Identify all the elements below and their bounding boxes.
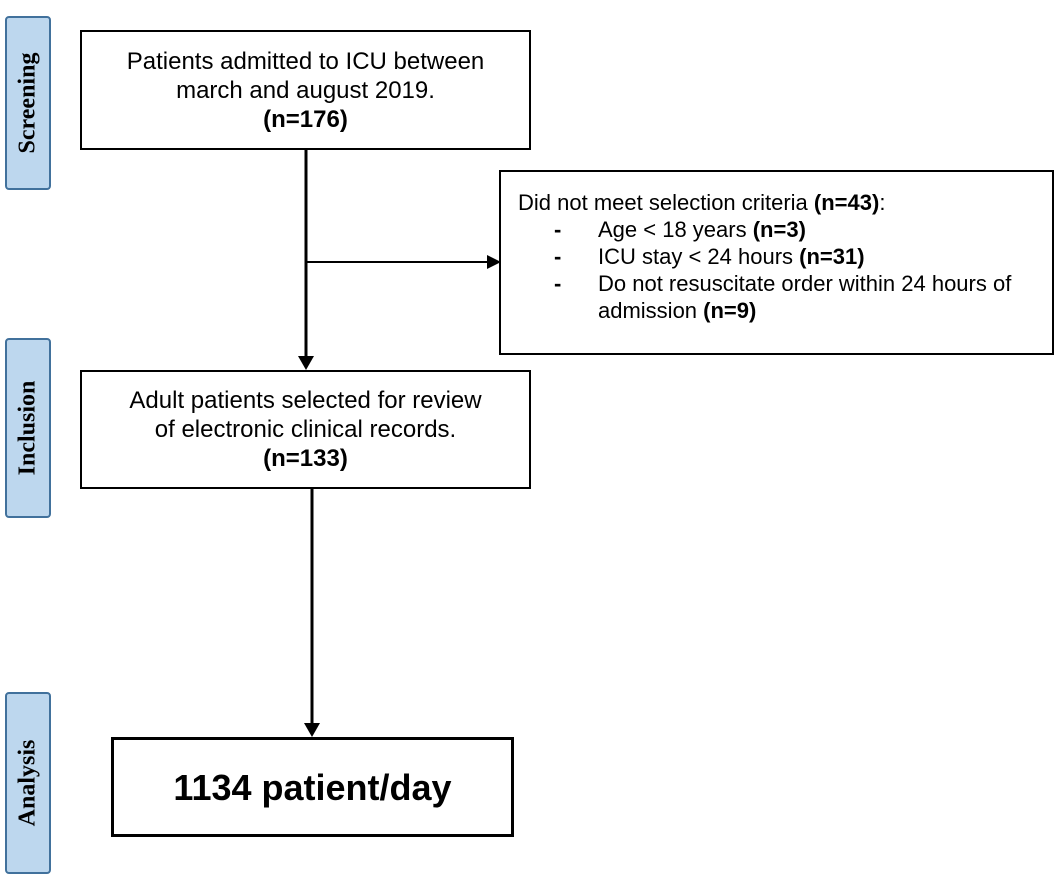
- analysis-text: 1134 patient/day: [173, 766, 452, 808]
- analysis-box: 1134 patient/day: [111, 737, 514, 837]
- stage-tab-analysis: Analysis: [5, 692, 51, 874]
- bullet-dash: -: [554, 217, 562, 242]
- exclusion-item-text: Age < 18 years: [598, 217, 753, 242]
- screening-line-2: march and august 2019.: [176, 76, 435, 104]
- exclusion-item: - ICU stay < 24 hours (n=31): [554, 243, 1052, 270]
- exclusion-heading-text: Did not meet selection criteria: [518, 190, 814, 215]
- exclusion-heading: Did not meet selection criteria (n=43):: [518, 189, 1052, 216]
- screening-line-1: Patients admitted to ICU between: [126, 47, 485, 75]
- bullet-dash: -: [554, 244, 562, 269]
- stage-tab-screening: Screening: [5, 16, 51, 190]
- inclusion-box: Adult patients selected for review of el…: [80, 370, 531, 489]
- arrowhead-exclusion: [487, 255, 501, 269]
- inclusion-count: (n=133): [263, 445, 348, 472]
- exclusion-item-text: Do not resuscitate order within 24 hours…: [598, 271, 1012, 323]
- exclusion-item: - Age < 18 years (n=3): [554, 216, 1052, 243]
- bullet-dash: -: [554, 271, 562, 296]
- exclusion-item-count: (n=9): [703, 298, 757, 323]
- exclusion-heading-count: (n=43): [813, 190, 880, 215]
- arrowhead-analysis: [304, 723, 320, 737]
- screening-count: (n=176): [263, 105, 348, 133]
- arrowhead-inclusion: [298, 356, 314, 370]
- inclusion-line-1: Adult patients selected for review: [129, 387, 482, 414]
- exclusion-item-text: ICU stay < 24 hours: [598, 244, 800, 269]
- exclusion-item-count: (n=31): [799, 244, 865, 269]
- exclusion-box: Did not meet selection criteria (n=43): …: [499, 170, 1054, 355]
- stage-tab-inclusion: Inclusion: [5, 338, 51, 518]
- screening-box: Patients admitted to ICU between march a…: [80, 30, 531, 150]
- exclusion-item-count: (n=3): [752, 217, 806, 242]
- exclusion-heading-suffix: :: [879, 190, 886, 215]
- inclusion-line-2: of electronic clinical records.: [154, 416, 457, 443]
- exclusion-item: - Do not resuscitate order within 24 hou…: [554, 270, 1052, 324]
